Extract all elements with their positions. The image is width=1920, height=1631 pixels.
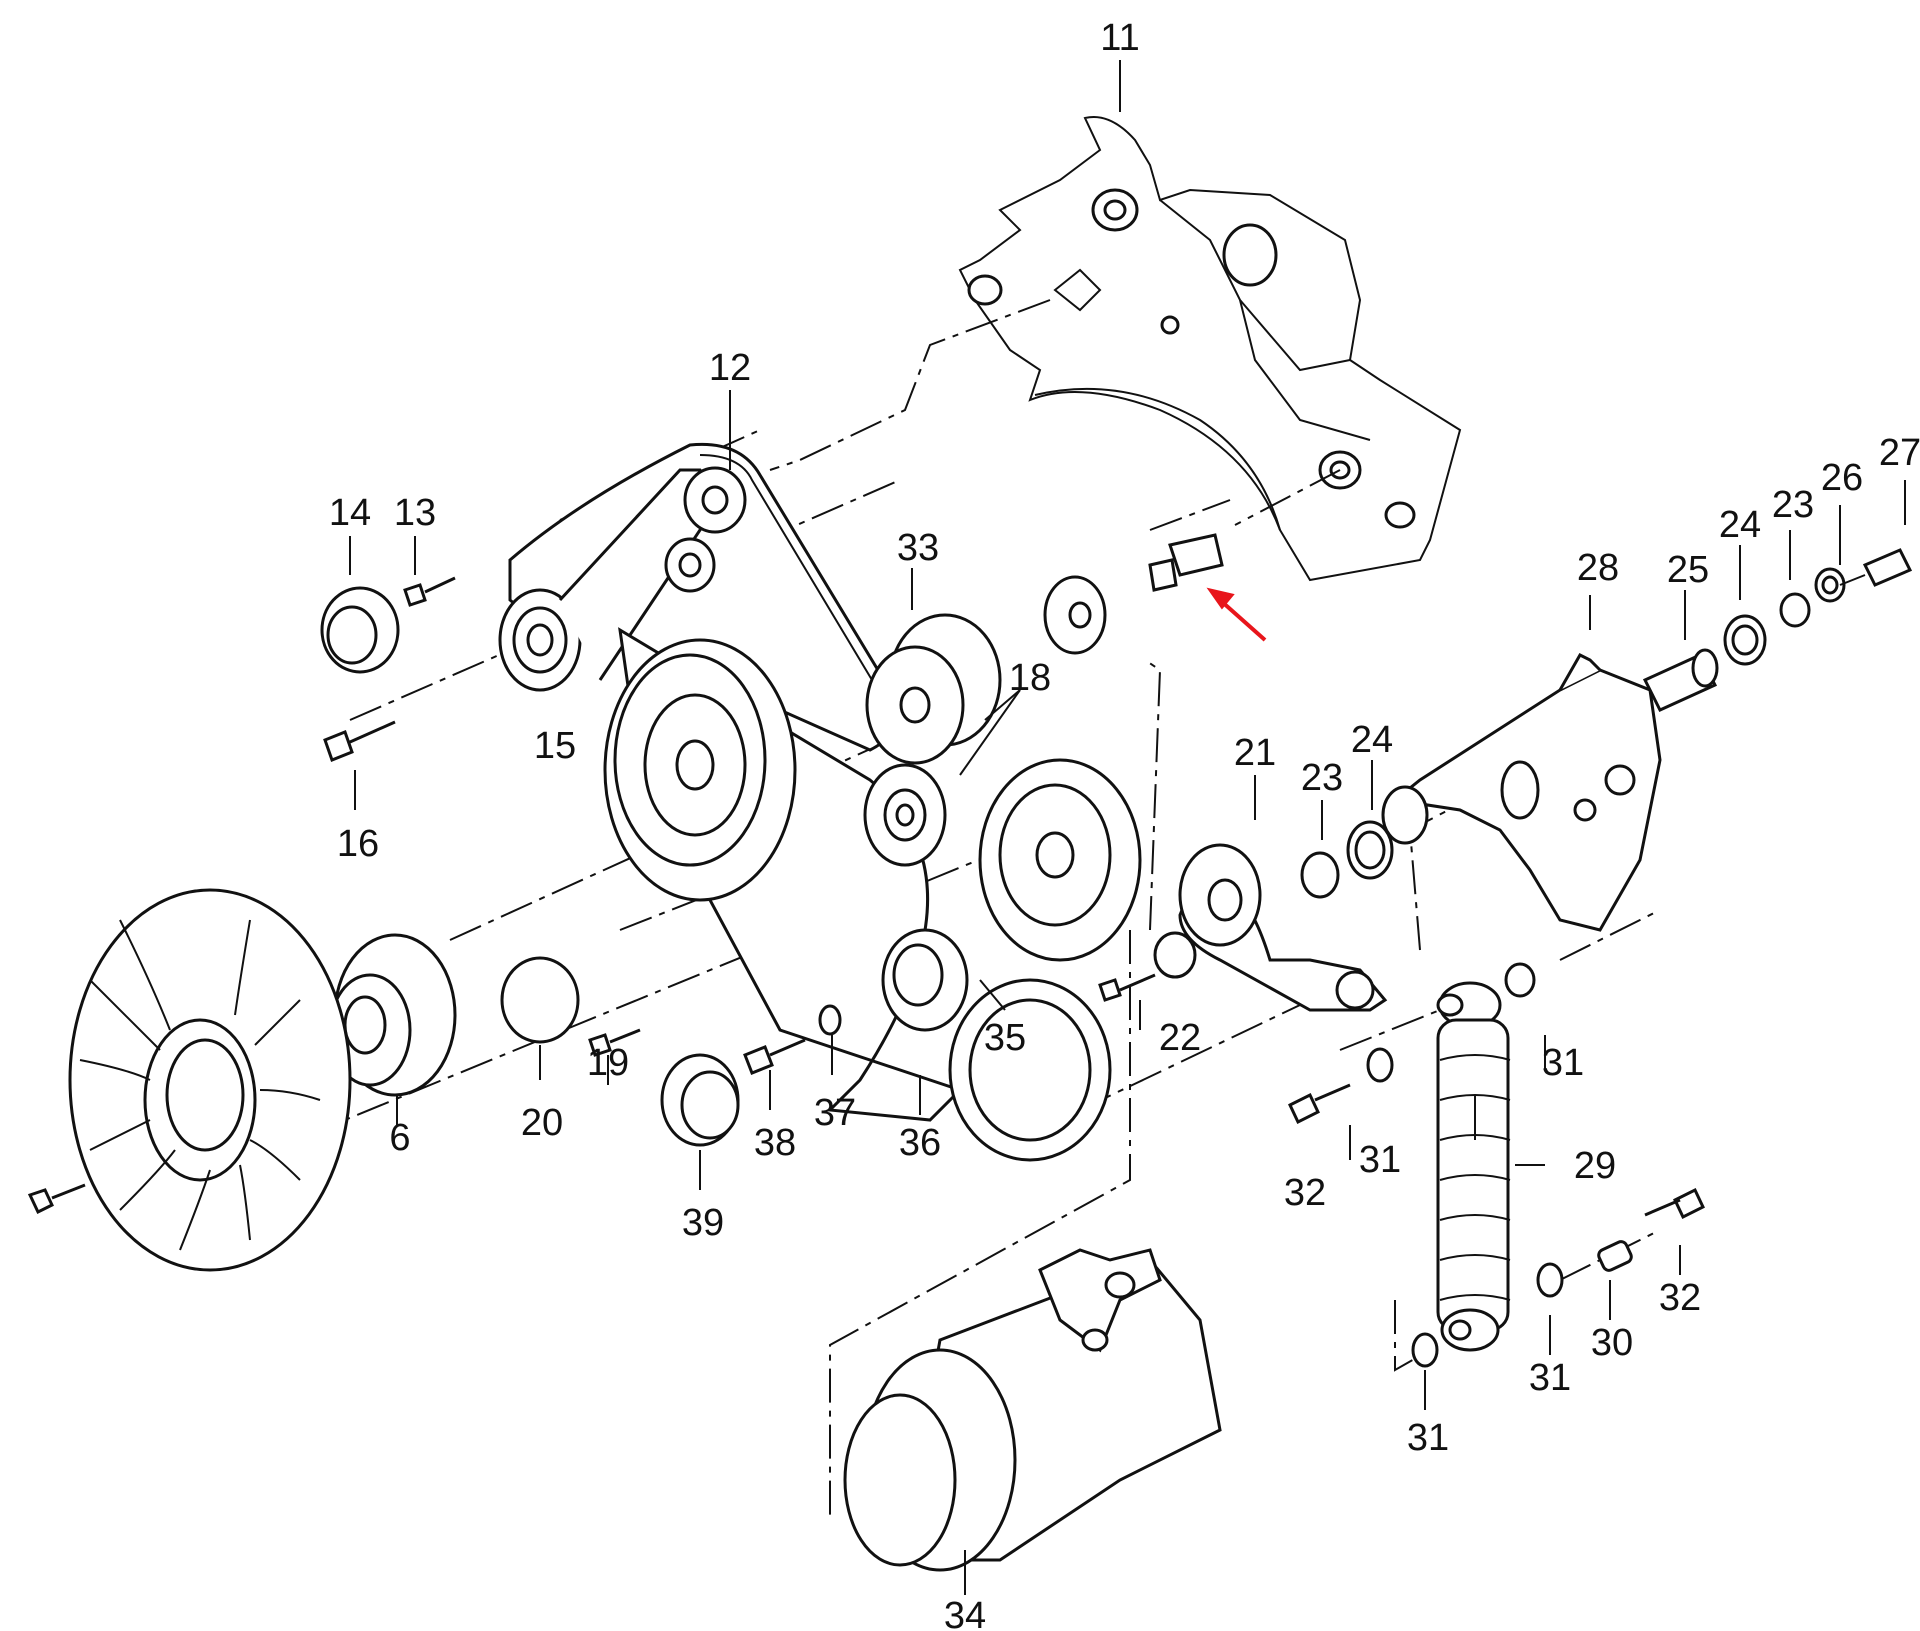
label-part-24b: 24: [1719, 504, 1761, 546]
label-part-34: 34: [944, 1595, 986, 1631]
small-hardware: [1288, 962, 1705, 1368]
label-part-6: 6: [389, 1117, 410, 1159]
part-32-bolt-a: [1288, 1083, 1351, 1125]
label-part-31b: 31: [1359, 1139, 1401, 1181]
highlight-arrow: [1206, 587, 1267, 642]
label-part-16: 16: [337, 823, 379, 865]
part-15-tensioner-pulley: [498, 466, 747, 692]
part-27-bolt: [1839, 548, 1913, 587]
label-part-39: 39: [682, 1202, 724, 1244]
label-part-13: 13: [394, 492, 436, 534]
part-31-washer-c: [1536, 1262, 1564, 1298]
label-part-31a: 31: [1542, 1042, 1584, 1084]
callout-leaders: [349, 60, 1906, 1595]
label-part-18: 18: [1009, 657, 1051, 699]
label-part-37: 37: [814, 1092, 856, 1134]
part-19-bolt: [588, 1028, 641, 1057]
part-33-idler-roller: [865, 613, 1002, 765]
cooling-fan: [27, 888, 352, 1272]
part-37-washer: [818, 1004, 842, 1036]
label-part-23a: 23: [1301, 757, 1343, 799]
label-part-29: 29: [1574, 1145, 1616, 1187]
label-part-20: 20: [521, 1102, 563, 1144]
part-31-washer-b: [1366, 1047, 1394, 1083]
label-part-38: 38: [754, 1122, 796, 1164]
label-part-14: 14: [329, 492, 371, 534]
label-part-28: 28: [1577, 547, 1619, 589]
label-part-30: 30: [1591, 1322, 1633, 1364]
part-13-bolt: [403, 576, 456, 607]
part-38-bolt: [743, 1038, 806, 1075]
label-part-22: 22: [1159, 1017, 1201, 1059]
part-25-sleeve: [1642, 648, 1719, 712]
part-18-idler-pulley: [863, 763, 947, 867]
label-part-35: 35: [984, 1017, 1026, 1059]
part-number-labels: 11 12 13 14 15 16 33 18 21 23 24 28 25 2…: [329, 17, 1920, 1631]
bushing-parts: [1300, 820, 1394, 899]
part-31-washer-a: [1504, 962, 1536, 998]
label-part-32b: 32: [1659, 1277, 1701, 1319]
label-part-11: 11: [1100, 17, 1139, 59]
part-23-bushing: [1300, 851, 1340, 899]
part-30-sleeve: [1597, 1240, 1633, 1272]
label-part-15: 15: [534, 725, 576, 767]
label-part-36: 36: [899, 1122, 941, 1164]
part-31-washer-d: [1411, 1332, 1439, 1368]
upper-right-bushings: [1723, 567, 1846, 666]
label-part-12: 12: [709, 347, 751, 389]
part-20-cap: [500, 956, 580, 1044]
part-23-bushing-upper: [1779, 592, 1811, 628]
label-part-26: 26: [1821, 457, 1863, 499]
label-part-24a: 24: [1351, 719, 1393, 761]
part-22-bolt: [1098, 973, 1156, 1002]
part-35-idler: [881, 928, 969, 1032]
water-pump-pulley: [978, 758, 1142, 962]
part-32-bolt-b: [1644, 1187, 1705, 1220]
label-part-27: 27: [1879, 432, 1920, 474]
part-11-mounting-bracket: [958, 116, 1462, 582]
part-28-bracket: [1381, 653, 1662, 932]
label-part-23b: 23: [1772, 484, 1814, 526]
bearing-flange: [1043, 533, 1224, 655]
label-part-32a: 32: [1284, 1172, 1326, 1214]
part-36-belt: [948, 978, 1112, 1162]
label-part-21: 21: [1234, 732, 1276, 774]
label-part-31d: 31: [1407, 1417, 1449, 1459]
label-part-33: 33: [897, 527, 939, 569]
left-hardware: [320, 576, 456, 762]
label-part-19: 19: [587, 1042, 629, 1084]
lower-hardware: [500, 956, 1156, 1147]
label-part-31c: 31: [1529, 1357, 1571, 1399]
part-21-tensioner: [1153, 843, 1388, 1012]
part-16-bolt: [323, 720, 396, 762]
label-part-25: 25: [1667, 549, 1709, 591]
part-34-ac-compressor: [843, 1248, 1222, 1572]
part-29-damper: [1436, 981, 1511, 1352]
